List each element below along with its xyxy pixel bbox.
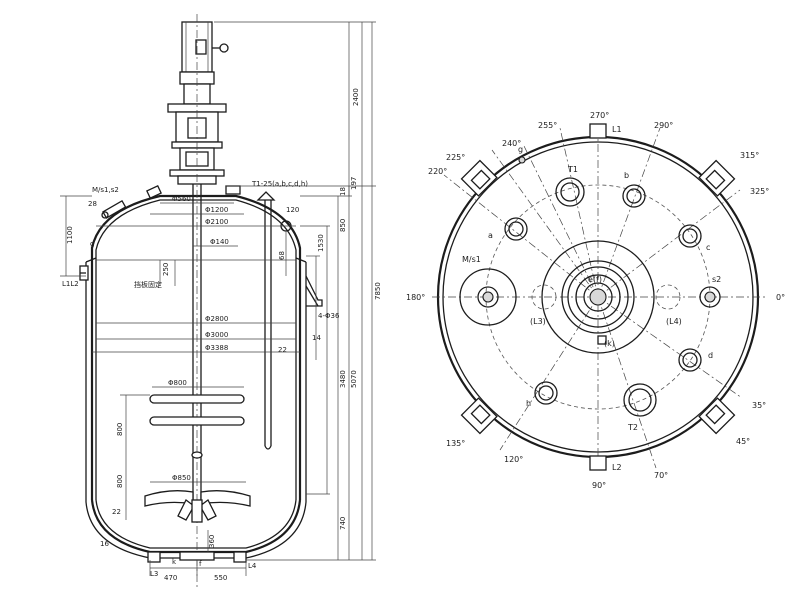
drive-motor [167, 21, 229, 113]
nozzle-b-label: b [624, 171, 629, 180]
diameter-560: Φ560 [172, 195, 191, 203]
nozzle-L4-label: (L4) [666, 317, 682, 326]
dim-thickness-16: 16 [100, 540, 109, 548]
angle-70: 70° [654, 471, 668, 480]
angle-135: 135° [446, 439, 465, 448]
lug-note: 4-Φ36 [318, 312, 340, 320]
dim-197: 197 [350, 177, 358, 190]
top-plan-view: 270° 255° 240° 290° 225° 220° 315° 325° … [406, 111, 785, 490]
overall-dimension-lines [60, 21, 376, 576]
nozzle-T2-label: T2 [627, 423, 638, 432]
nozzle-L3-hidden [531, 284, 557, 310]
nozzle-L2 [589, 455, 607, 471]
lug-support [305, 275, 323, 307]
side-nozzles [79, 265, 89, 281]
diameter-2800: Φ2800 [205, 315, 228, 323]
internal-dimension-lines [92, 202, 300, 520]
diameter-3388: Φ3388 [205, 344, 228, 352]
dim-1530: 1530 [317, 234, 325, 252]
dim-800-upper: 800 [116, 423, 124, 436]
nozzle-g-plan-label: g [518, 145, 523, 154]
nozzle-L2-label: L2 [612, 463, 622, 472]
diameter-140: Φ140 [210, 238, 229, 246]
bottom-nozzles [147, 551, 247, 563]
nozzle-L3-label: (L3) [530, 317, 546, 326]
angle-180: 180° [406, 293, 425, 302]
diameter-3000: Φ3000 [205, 331, 228, 339]
nozzle-k-label: (k) [604, 339, 615, 348]
dim-1100: 1100 [66, 226, 74, 244]
angle-45: 45° [736, 437, 750, 446]
dim-14: 14 [312, 334, 321, 342]
dim-360: 360 [208, 535, 216, 548]
diameter-1200: Φ1200 [205, 206, 228, 214]
dim-800-lower: 800 [116, 475, 124, 488]
angle-325: 325° [750, 187, 769, 196]
baffle-note: 挡板固定 [134, 280, 162, 289]
nozzle-L1 [589, 123, 607, 139]
nozzle-a-label: a [488, 231, 493, 240]
top-nozzles-label: T1-25(a,b,c,d,h) [251, 180, 308, 188]
angle-270: 270° [590, 111, 609, 120]
dim-18: 18 [339, 187, 347, 196]
dim-68: 68 [278, 251, 286, 260]
bottom-nozzle-L3-label: L3 [150, 570, 158, 578]
dim-250: 250 [162, 263, 170, 276]
support-lugs [460, 159, 736, 435]
nozzle-L1-label: L1 [612, 125, 622, 134]
dim-3480: 3480 [339, 370, 347, 388]
angle-0: 0° [776, 293, 785, 302]
angle-255: 255° [538, 121, 557, 130]
dim-470: 470 [164, 574, 177, 582]
side-elevation-view: M/s1,s2 T1-25(a,b,c,d,h) 28 g L1L2 挡板固定 … [60, 14, 382, 590]
dim-5070: 5070 [350, 370, 358, 388]
diameter-2100: Φ2100 [205, 218, 228, 226]
left-nozzle-label: L1L2 [62, 280, 79, 288]
nozzle-h-label: h [526, 399, 531, 408]
radial-angle-lines [443, 127, 743, 469]
nozzle-28-label: 28 [88, 200, 97, 208]
central-agitator-hub [541, 240, 655, 354]
diameter-850: Φ850 [172, 474, 191, 482]
nozzle-T1-label: T1 [567, 165, 578, 174]
angle-35: 35° [752, 401, 766, 410]
nozzle-L4-hidden [655, 284, 681, 310]
top-nozzles [101, 184, 276, 219]
angle-120: 120° [504, 455, 523, 464]
dim-850: 850 [339, 219, 347, 232]
nozzle-s2-label: s2 [712, 275, 721, 284]
top-view-nozzles [504, 156, 721, 417]
nozzle-c-label: c [706, 243, 710, 252]
angle-290: 290° [654, 121, 673, 130]
nozzle-ef-label: e(f) [588, 275, 602, 284]
dim-740: 740 [339, 517, 347, 530]
angle-225: 225° [446, 153, 465, 162]
agitator-shaft [144, 14, 251, 590]
motor-nozzle-label: M/s1,s2 [92, 186, 119, 194]
bottom-nozzle-L4-label: L4 [248, 562, 257, 570]
diameter-800: Φ800 [168, 379, 187, 387]
bottom-nozzle-f-label: f [199, 560, 202, 568]
angle-240: 240° [502, 139, 521, 148]
angle-90: 90° [592, 481, 606, 490]
angle-315: 315° [740, 151, 759, 160]
dim-120: 120 [286, 206, 299, 214]
bottom-nozzle-k-label: k [172, 558, 177, 566]
dim-550: 550 [214, 574, 227, 582]
manhole-Ms1 [459, 268, 517, 326]
angle-220: 220° [428, 167, 447, 176]
nozzle-d-label: d [708, 351, 713, 360]
nozzle-g-label: g [90, 240, 94, 248]
dip-tube [264, 200, 292, 450]
dim-thickness-22: 22 [112, 508, 121, 516]
manhole-Ms1-label: M/s1 [462, 255, 481, 264]
dim-2400: 2400 [352, 88, 360, 106]
dim-7850: 7850 [374, 282, 382, 300]
dim-22: 22 [278, 346, 287, 354]
